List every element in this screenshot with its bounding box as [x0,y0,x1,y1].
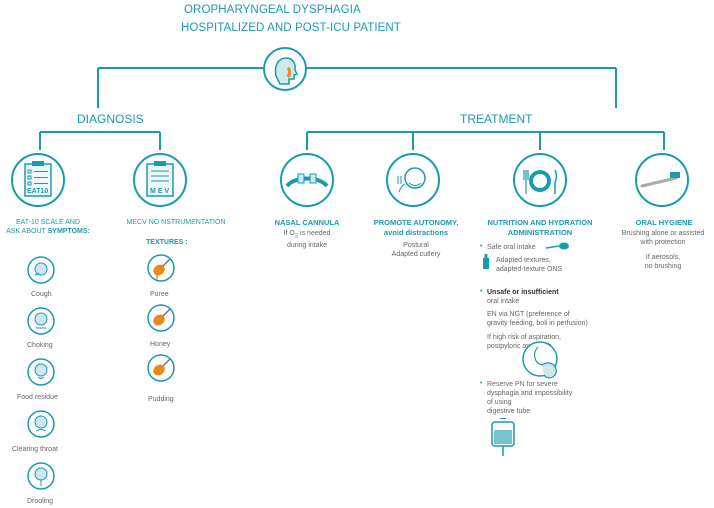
en-line-2: gravity feeding, boli in perfusion) [487,320,588,327]
hygiene-line-4: no brushing [644,263,682,270]
texture-pudding: Pudding [148,396,174,403]
autonomy-caption-line-2: avoid distractions [383,228,449,237]
eat10-caption-prefix: ASK ABOUT [6,228,48,235]
texture-honey: Honey [150,341,171,348]
autonomy-detail-2: Adapted cutlery [391,251,441,258]
safe-intake: Safe oral intake [487,244,536,251]
nasal-line1-prefix: If O [283,230,295,237]
symptom-drooling: Drooling [27,498,54,505]
drooling-face-icon [27,462,55,490]
unsafe-bold: Unsafe or insufficient [487,289,559,296]
texture-puree: Puree [150,291,169,298]
iv-bag-icon [491,418,515,456]
nasal-line1-sub: 2 [294,233,299,240]
treatment-heading: TREATMENT [460,112,533,126]
diagnosis-heading: DIAGNOSIS [77,112,144,126]
title-line-1: OROPHARYNGEAL DYSPHAGIA [184,4,361,16]
choking-face-icon [27,307,55,335]
nasal-line-2: during intake [286,242,328,250]
spoon-puree-icon [147,254,175,282]
bullet-dot-2: • [480,288,483,295]
autonomy-caption-line-1: PROMOTE AUTONOMY, [373,218,459,227]
title-line-2: HOSPITALIZED AND POST-ICU PATIENT [181,22,401,34]
plate-cutlery-icon [513,153,567,207]
clipboard-checklist-icon [11,153,65,207]
mecv-icon-label: MEV [150,188,172,195]
bullet-dot-1: • [480,243,483,250]
eat10-caption-bold: SYMPTOMS: [47,228,90,235]
oral-hygiene-caption: ORAL HYGIENE [635,218,693,227]
risk-line-1: If high risk of aspiration, [487,334,561,341]
pn-line-4: digestive tube [487,408,531,415]
clipboard-mecv-icon [133,153,187,207]
unsafe-rest: oral intake [487,298,520,305]
nasal-line1-suffix: is needed [298,230,331,237]
nutrition-caption-line-1: NUTRITION AND HYDRATION [487,218,593,227]
head-throat-icon [263,47,307,91]
spoon-honey-icon [147,304,175,332]
feeding-tube-stomach-icon [522,341,558,379]
toothbrush-icon [635,153,689,207]
adapted-line-1: Adapted textures, [496,257,551,264]
adapted-line-2: adapted-texture ONS [496,266,563,273]
en-line-1: EN via NGT (preference of [487,311,570,318]
symptom-choking: Choking [27,342,53,349]
autonomy-detail-1: Postural [403,242,429,249]
hygiene-line-1: Brushing alone or assisted [621,230,705,237]
spoon-icon [545,242,569,250]
hygiene-line-2: with protection [640,239,686,246]
eat10-caption: EAT-10 SCALE AND ASK ABOUT SYMPTOMS: [2,218,94,236]
bullet-dot-3: • [480,380,483,387]
nasal-cannula-caption: NASAL CANNULA [274,218,340,227]
hygiene-detail: Brushing alone or assisted with protecti… [612,229,714,271]
clearing-throat-face-icon [27,410,55,438]
pn-line-2: dysphagia and impossibility [487,390,573,397]
person-eating-icon [386,153,440,207]
eat10-caption-line-1: EAT-10 SCALE AND [15,219,81,226]
spoon-pudding-icon [147,354,175,382]
symptom-cough: Cough [31,291,52,298]
ons-bottle-icon [483,254,489,269]
pn-line-3: of using [487,399,512,406]
symptom-food-residue: Food residue [17,394,58,401]
symptom-clearing-throat: Clearing throat [12,446,58,453]
risk-line-2: postpyloric approach [487,343,552,350]
eat10-icon-label: EAT10 [27,188,49,195]
textures-label: TEXTURES : [146,239,188,246]
hygiene-line-3: If aerosols, [645,254,681,261]
autonomy-details: Postural Adapted cutlery [370,241,462,259]
food-residue-face-icon [27,358,55,386]
mecv-caption: MECV NO NSTRUMENTATION [126,219,226,226]
nasal-cannula-detail: If O2 is needed during intake [262,229,352,250]
nasal-cannula-icon [280,153,334,207]
cough-face-icon [27,256,55,284]
nutrition-caption-line-2: ADMINISTRATION [507,228,573,237]
pn-line-1: Reserve PN for severe [487,381,558,388]
